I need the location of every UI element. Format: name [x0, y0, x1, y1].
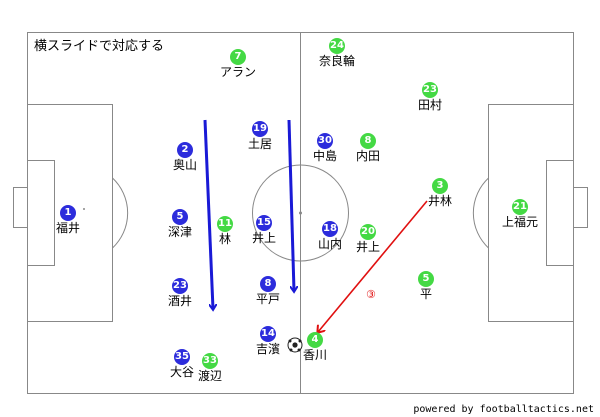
player-number-badge: 33 [202, 353, 218, 369]
player-number-badge: 2 [177, 142, 193, 158]
player-name: 吉濱 [255, 342, 280, 356]
player-number-badge: 11 [217, 216, 233, 232]
player-number-badge: 30 [317, 133, 333, 149]
player-name: 福井 [55, 221, 80, 235]
player-name: 渡辺 [197, 369, 222, 383]
player-name: 酒井 [167, 294, 192, 308]
player-number-badge: 35 [174, 349, 190, 365]
player-number-badge: 18 [322, 221, 338, 237]
player-number-badge: 24 [329, 38, 345, 54]
player-number-badge: 7 [230, 49, 246, 65]
center-spot [299, 211, 302, 215]
player-number-badge: 23 [422, 82, 438, 98]
left-penalty-arc [112, 177, 129, 249]
player-name: 平 [419, 287, 432, 301]
right-goal [573, 187, 588, 228]
player-name: 大谷 [169, 365, 194, 379]
left-goal [13, 187, 28, 228]
player-number-badge: 1 [60, 205, 76, 221]
player-name: 井上 [251, 231, 276, 245]
player-name: 林 [218, 232, 231, 246]
player-number-badge: 8 [360, 133, 376, 149]
player-number-badge: 21 [512, 199, 528, 215]
player-name: 内田 [355, 149, 380, 163]
player-number-badge: 8 [260, 276, 276, 292]
player-name: 上福元 [501, 215, 538, 229]
right-penalty-arc [472, 177, 489, 249]
player-number-badge: 5 [172, 209, 188, 225]
player-name: 土居 [247, 137, 272, 151]
left-penalty-spot [83, 208, 85, 210]
right-goal-area [546, 160, 574, 266]
player-name: アラン [219, 65, 256, 79]
credit-text: powered by footballtactics.net [413, 404, 594, 415]
pass-arrow [318, 200, 428, 332]
player-name: 深津 [167, 225, 192, 239]
player-number-badge: 15 [256, 215, 272, 231]
player-number-badge: 5 [418, 271, 434, 287]
diagram-title: 横スライドで対応する [34, 39, 165, 54]
player-number-badge: 19 [252, 121, 268, 137]
player-number-badge: 20 [360, 224, 376, 240]
player-name: 平戸 [255, 292, 280, 306]
player-name: 山内 [317, 237, 342, 251]
player-name: 井上 [355, 240, 380, 254]
right-penalty-box [488, 104, 574, 322]
left-goal-area [27, 160, 55, 266]
player-name: 田村 [417, 98, 442, 112]
player-name: 香川 [302, 348, 327, 362]
player-number-badge: 23 [172, 278, 188, 294]
pass-step-label: ③ [366, 288, 376, 301]
player-number-badge: 4 [307, 332, 323, 348]
center-circle [252, 164, 349, 262]
player-name: 井林 [427, 194, 452, 208]
player-name: 奈良輪 [318, 54, 355, 68]
ball-icon [287, 337, 303, 353]
player-name: 中島 [312, 149, 337, 163]
player-number-badge: 14 [260, 326, 276, 342]
slide-arrow-left [203, 119, 213, 309]
player-name: 奥山 [172, 158, 197, 172]
player-number-badge: 3 [432, 178, 448, 194]
slide-arrow-right [287, 119, 294, 291]
